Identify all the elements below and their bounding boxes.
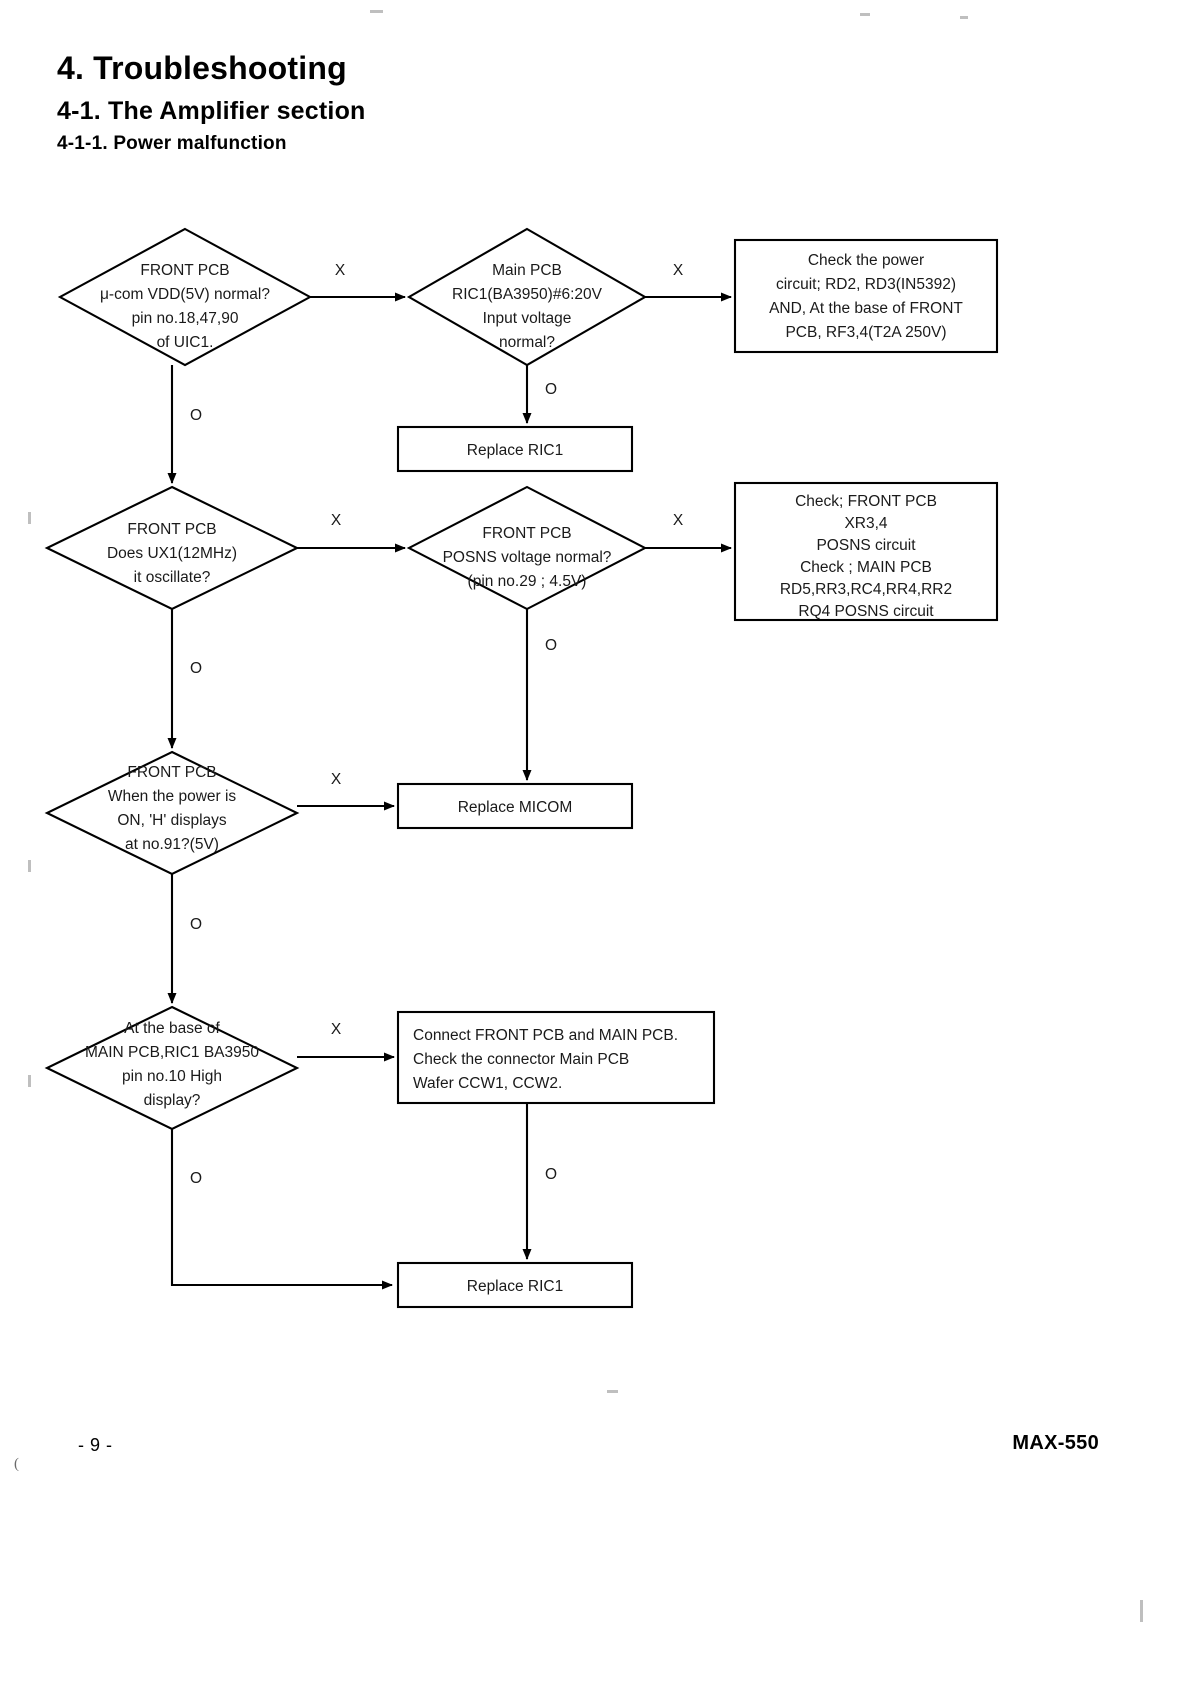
model-number: MAX-550 — [1012, 1432, 1099, 1454]
process-b5-shape — [396, 1010, 716, 1105]
page-headings: 4. Troubleshooting 4-1. The Amplifier se… — [57, 50, 366, 154]
edge-label-d5-yes: O — [190, 916, 202, 933]
edge-label-d4-yes: O — [545, 637, 557, 654]
decision-d2-line-3: normal? — [499, 334, 555, 351]
decision-d1-line-0: FRONT PCB — [140, 262, 229, 279]
process-b5-line-0: Connect FRONT PCB and MAIN PCB. — [413, 1027, 678, 1044]
edge-label-d4-no: X — [673, 512, 684, 529]
process-b6-shape — [396, 1261, 634, 1309]
process-b3-line-2: POSNS circuit — [816, 537, 916, 554]
process-b1-line-3: PCB, RF3,4(T2A 250V) — [785, 324, 946, 341]
decision-d1-shape — [57, 227, 313, 367]
edge-label-d2-yes: O — [545, 381, 557, 398]
decision-d4-line-0: FRONT PCB — [482, 525, 571, 542]
decision-d1-line-2: pin no.18,47,90 — [132, 310, 239, 327]
page-title: 4. Troubleshooting — [57, 50, 347, 86]
process-b1-line-0: Check the power — [808, 252, 924, 269]
scan-speckle — [1140, 1600, 1143, 1622]
decision-d6-line-1: MAIN PCB,RIC1 BA3950 — [85, 1044, 259, 1061]
decision-d2-line-0: Main PCB — [492, 262, 562, 279]
process-b1-line-2: AND, At the base of FRONT — [769, 300, 963, 317]
edge-label-d3-no: X — [331, 512, 342, 529]
scan-speckle — [860, 13, 870, 16]
process-b3-line-0: Check; FRONT PCB — [795, 493, 937, 510]
scan-speckle — [370, 10, 383, 13]
decision-d1-line-3: of UIC1. — [157, 334, 214, 351]
decision-d2-line-1: RIC1(BA3950)#6:20V — [452, 286, 603, 303]
decision-d4-line-2: (pin no.29 ; 4.5V) — [468, 573, 587, 590]
decision-d3-line-2: it oscillate? — [134, 569, 211, 586]
section-title: 4-1. The Amplifier section — [57, 96, 366, 125]
process-b3-line-1: XR3,4 — [844, 515, 887, 532]
decision-d5-line-1: When the power is — [108, 788, 237, 805]
process-b1-line-1: circuit; RD2, RD3(IN5392) — [776, 276, 956, 293]
decision-d6-line-0: At the base of — [124, 1020, 220, 1037]
process-b2-shape — [396, 425, 634, 473]
process-b3-shape — [733, 481, 999, 622]
decision-d5-line-2: ON, 'H' displays — [117, 812, 227, 829]
scan-speckle — [960, 16, 968, 19]
process-b3-line-5: RQ4 POSNS circuit — [798, 603, 934, 620]
process-b1-shape — [733, 238, 999, 354]
decision-d6-line-2: pin no.10 High — [122, 1068, 222, 1085]
process-b5-line-2: Wafer CCW1, CCW2. — [413, 1075, 562, 1092]
scan-speckle — [607, 1390, 618, 1393]
decision-d4-shape — [406, 485, 648, 611]
scan-speckle — [28, 860, 31, 872]
edge-label-d1-yes: O — [190, 407, 202, 424]
scan-speckle — [28, 1075, 31, 1087]
process-b3-line-3: Check ; MAIN PCB — [800, 559, 932, 576]
process-b4-shape — [396, 782, 634, 830]
subsection-title: 4-1-1. Power malfunction — [57, 132, 287, 154]
process-b4-line-0: Replace MICOM — [458, 799, 573, 816]
decision-d3-line-1: Does UX1(12MHz) — [107, 545, 237, 562]
process-b6-line-0: Replace RIC1 — [467, 1278, 564, 1295]
edge-label-b5-yes: O — [545, 1166, 557, 1183]
decision-d2-line-2: Input voltage — [483, 310, 572, 327]
decision-d6-line-3: display? — [144, 1092, 201, 1109]
edge-label-d3-yes: O — [190, 660, 202, 677]
decision-d4-line-1: POSNS voltage normal? — [443, 549, 612, 566]
process-b2-line-0: Replace RIC1 — [467, 442, 564, 459]
page-number: - 9 - — [78, 1435, 113, 1455]
decision-d3-line-0: FRONT PCB — [127, 521, 216, 538]
decision-d5-line-0: FRONT PCB — [127, 764, 216, 781]
edge-label-d5-no: X — [331, 771, 342, 788]
decision-d1-line-1: μ-com VDD(5V) normal? — [100, 286, 270, 303]
edge-label-d2-no: X — [673, 262, 684, 279]
scan-speckle — [28, 512, 31, 524]
decision-d5-line-3: at no.91?(5V) — [125, 836, 219, 853]
edge-label-d6-no: X — [331, 1021, 342, 1038]
troubleshooting-flowchart: FRONT PCB μ-com VDD(5V) normal? pin no.1… — [0, 195, 1191, 1365]
edge-label-d6-yes: O — [190, 1170, 202, 1187]
connector-d6-to-b6 — [170, 1129, 393, 1290]
process-b5-line-1: Check the connector Main PCB — [413, 1051, 629, 1068]
process-b3-line-4: RD5,RR3,RC4,RR4,RR2 — [780, 581, 952, 598]
scan-edge-mark: ( — [14, 1456, 19, 1472]
edge-label-d1-no: X — [335, 262, 346, 279]
